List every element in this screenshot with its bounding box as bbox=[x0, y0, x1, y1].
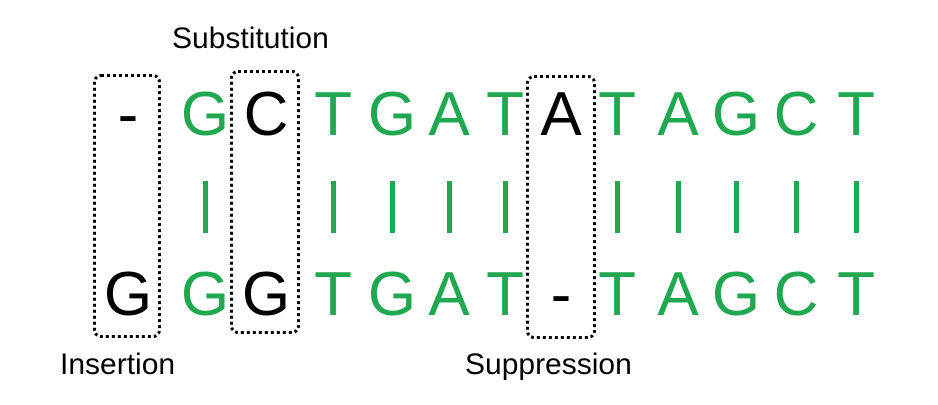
bottom-base-11: G bbox=[711, 260, 761, 329]
top-base-7: T bbox=[486, 80, 524, 149]
bottom-base-7: T bbox=[486, 260, 524, 329]
match-bar-2 bbox=[203, 181, 208, 233]
top-base-11: G bbox=[711, 80, 761, 149]
bottom-base-3: G bbox=[241, 260, 291, 329]
suppression-label: Suppression bbox=[465, 348, 632, 381]
top-base-3: C bbox=[243, 80, 289, 149]
substitution-label: Substitution bbox=[172, 22, 329, 55]
bottom-base-10: A bbox=[657, 260, 699, 329]
top-base-13: T bbox=[837, 80, 875, 149]
match-bar-9 bbox=[615, 181, 620, 233]
match-bar-4 bbox=[331, 181, 336, 233]
bottom-base-4: T bbox=[314, 260, 352, 329]
suppression-box bbox=[526, 75, 596, 339]
bottom-base-5: G bbox=[367, 260, 417, 329]
match-bar-12 bbox=[794, 181, 799, 233]
match-bar-7 bbox=[503, 181, 508, 233]
substitution-box bbox=[230, 70, 300, 334]
match-bar-10 bbox=[676, 181, 681, 233]
top-base-6: A bbox=[428, 80, 470, 149]
top-base-10: A bbox=[657, 80, 699, 149]
top-base-4: T bbox=[314, 80, 352, 149]
match-bar-6 bbox=[447, 181, 452, 233]
bottom-base-8: - bbox=[550, 260, 572, 329]
match-bar-5 bbox=[390, 181, 395, 233]
top-base-2: G bbox=[180, 80, 230, 149]
bottom-base-13: T bbox=[837, 260, 875, 329]
top-base-5: G bbox=[367, 80, 417, 149]
bottom-base-1: G bbox=[103, 260, 153, 329]
bottom-base-12: C bbox=[773, 260, 819, 329]
bottom-base-2: G bbox=[180, 260, 230, 329]
insertion-box bbox=[93, 74, 161, 338]
top-base-9: T bbox=[598, 80, 636, 149]
top-base-1: - bbox=[117, 80, 139, 149]
match-bar-11 bbox=[734, 181, 739, 233]
bottom-base-9: T bbox=[598, 260, 636, 329]
insertion-label: Insertion bbox=[60, 348, 176, 381]
bottom-base-6: A bbox=[428, 260, 470, 329]
top-base-8: A bbox=[540, 80, 582, 149]
top-base-12: C bbox=[773, 80, 819, 149]
match-bar-13 bbox=[854, 181, 859, 233]
